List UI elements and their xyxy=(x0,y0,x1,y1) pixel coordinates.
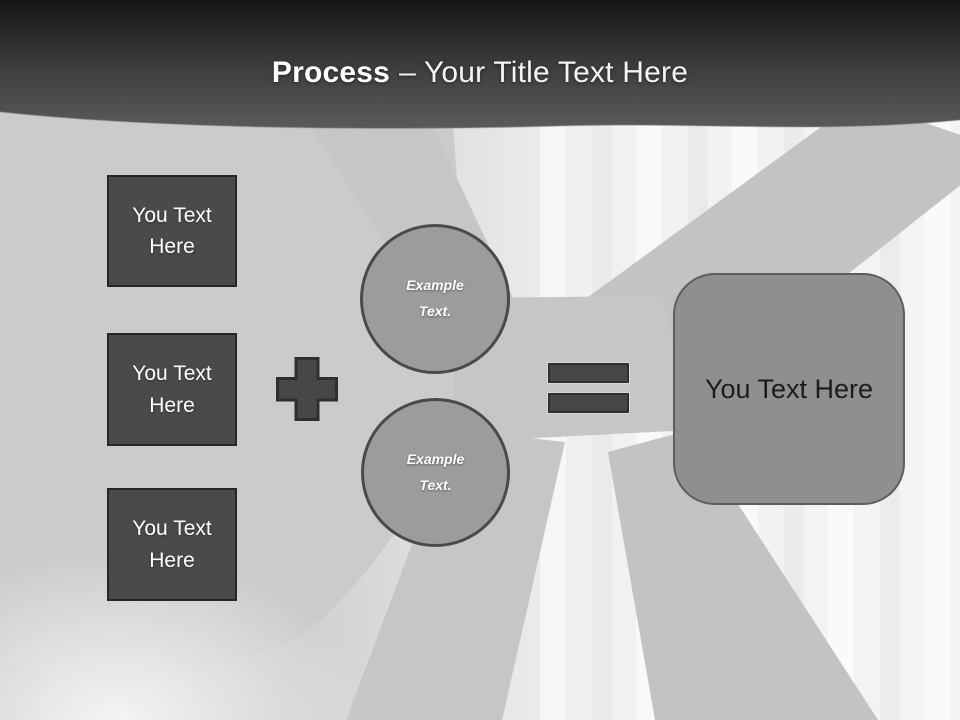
slide-title-emphasis: Process xyxy=(271,56,391,89)
slide-title[interactable]: Process– Your Title Text Here xyxy=(0,56,960,90)
example-circle-2-label: Example Text. xyxy=(406,450,465,493)
text-box-3[interactable]: You Text Here xyxy=(107,488,237,601)
slide-title-rest: – Your Title Text Here xyxy=(399,56,689,89)
text-box-1-label: You Text Here xyxy=(132,203,212,259)
example-circle-1-label: Example Text. xyxy=(406,277,464,319)
result-box-label: You Text Here xyxy=(704,373,874,404)
text-box-2-label: You Text Here xyxy=(132,362,212,417)
equals-icon[interactable] xyxy=(548,363,629,413)
result-box[interactable]: You Text Here xyxy=(673,273,905,505)
plus-icon[interactable] xyxy=(276,357,338,421)
equals-bottom-bar xyxy=(548,393,629,413)
text-box-2[interactable]: You Text Here xyxy=(107,333,237,446)
text-box-3-label: You Text Here xyxy=(132,517,212,572)
example-circle-1[interactable]: Example Text. xyxy=(360,224,510,374)
example-circle-2[interactable]: Example Text. xyxy=(361,398,510,547)
equals-top-bar xyxy=(548,363,629,383)
text-box-1[interactable]: You Text Here xyxy=(107,175,237,287)
header-band xyxy=(0,0,960,129)
